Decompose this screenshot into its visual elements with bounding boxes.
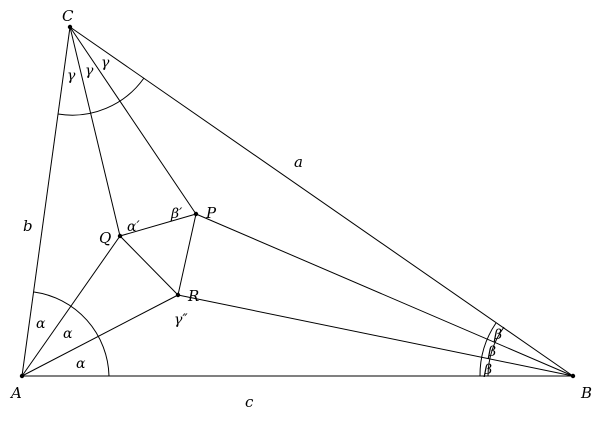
angle-label-alpha-middle: α — [63, 326, 73, 342]
angle-label-alpha-prime: α′ — [127, 219, 140, 235]
label-point-r: R — [187, 287, 199, 305]
segment-pr — [177, 213, 197, 296]
segment-qp — [119, 213, 197, 237]
trisector-b-to-p — [195, 213, 574, 377]
side-ac — [21, 26, 71, 377]
label-point-q: Q — [99, 229, 111, 247]
trisector-c-to-q — [69, 26, 121, 237]
label-vertex-a: A — [9, 384, 22, 402]
angle-label-gamma-middle: γ — [85, 63, 94, 79]
label-side-a: a — [294, 153, 303, 171]
point-r-dot — [175, 292, 181, 298]
point-q-dot — [117, 233, 123, 239]
vertex-c-dot — [67, 24, 73, 30]
label-side-c: c — [245, 393, 254, 411]
segment-qr — [119, 235, 179, 296]
angle-label-beta-middle: β — [487, 344, 496, 360]
angle-label-beta-upper: β — [493, 327, 502, 343]
trisector-a-to-r — [21, 294, 179, 377]
angle-arc-a — [33, 291, 110, 377]
point-p-dot — [193, 211, 199, 217]
angle-label-alpha-upper: α — [36, 316, 46, 332]
trisector-c-to-p — [69, 26, 197, 215]
angle-label-beta-prime: β′ — [170, 206, 183, 222]
label-vertex-c: C — [62, 7, 74, 25]
angle-label-gamma-right: γ — [101, 55, 110, 71]
angle-arc-b-inner — [487, 326, 505, 377]
angle-arc-b-outer — [479, 322, 497, 377]
label-vertex-b: B — [580, 384, 592, 402]
angle-label-gamma-double-prime: γ″ — [174, 312, 188, 328]
angle-label-beta-lower: β — [483, 362, 492, 378]
trisector-b-to-r — [177, 294, 574, 377]
vertex-a-dot — [19, 373, 25, 379]
angle-arc-c — [57, 77, 145, 116]
side-bc — [69, 26, 574, 377]
angle-label-gamma-left: γ — [67, 68, 76, 84]
label-point-p: P — [205, 204, 217, 222]
angle-label-alpha-lower: α — [76, 356, 86, 372]
vertex-b-dot — [570, 373, 576, 379]
label-side-b: b — [23, 217, 33, 235]
